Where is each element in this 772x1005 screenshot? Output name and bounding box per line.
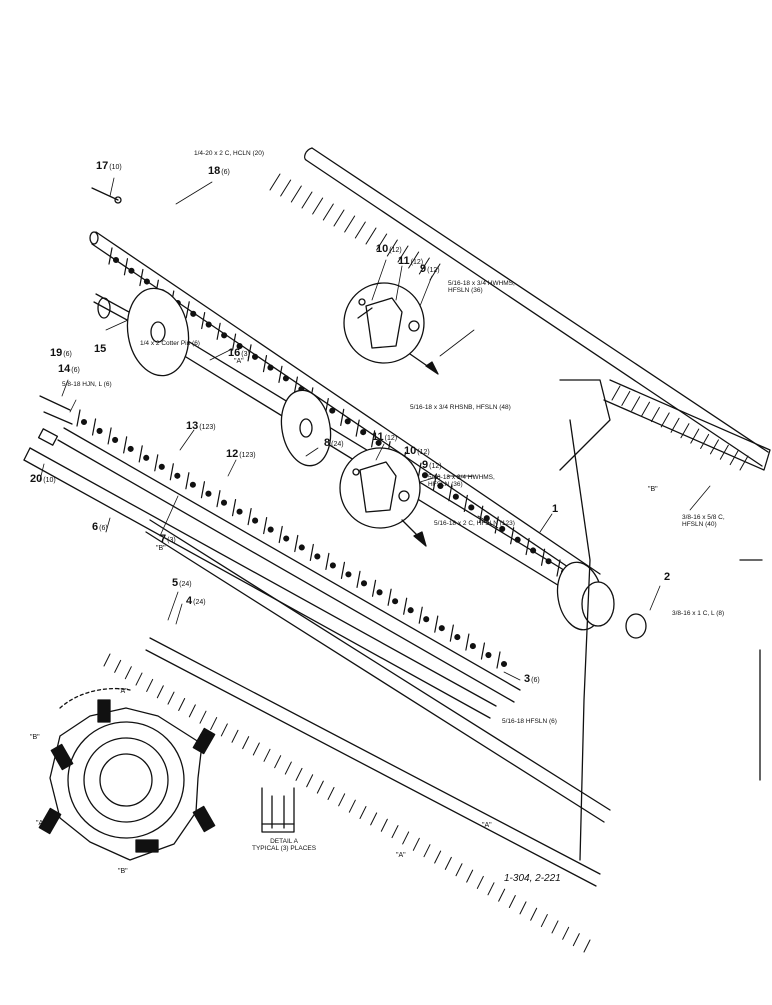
tag-a-upper-tube: "A" (234, 358, 244, 365)
callout-15: 15 (94, 343, 107, 355)
spider-tag-a-top: "A" (118, 688, 128, 695)
tag-a-bottom-1: "A" (482, 822, 492, 829)
upper-reel-tube (89, 231, 601, 587)
callout-10-lower: 10(12) (404, 445, 430, 457)
spider-tag-b-right: "B" (200, 734, 210, 741)
reel-disc-left (126, 287, 190, 377)
detail-circle-upper (343, 282, 439, 375)
callout-11-upper: 11(12) (398, 255, 424, 267)
callout-14: 14(6) (58, 363, 80, 375)
tine-row-right (611, 385, 749, 471)
note-c-bolt-123: 5/16-18 x 2 C, HFSLN (123) (434, 520, 515, 527)
callout-16: 16(3) (228, 347, 250, 359)
callout-13: 13(123) (186, 420, 216, 432)
finger-row-lower (76, 409, 508, 669)
detail-a-bracket (261, 787, 295, 833)
note-cotter-pin: 1/4 x 2 Cotter Pin (6) (140, 340, 200, 347)
tine-row-top (269, 173, 441, 281)
leader-lines (39, 177, 711, 681)
callout-3: 3(6) (524, 673, 540, 685)
callout-8: 8(24) (324, 437, 344, 449)
note-top-bolt: 1/4-20 x 2 C, HCLN (20) (194, 150, 265, 157)
callout-19: 19(6) (50, 347, 72, 359)
callout-9-upper: 9(12) (420, 263, 440, 275)
lower-bat (23, 447, 497, 719)
note-hwhms-lower: 5/16-18 x 3/4 HWHMS, HFSLN (36) (428, 474, 495, 489)
tag-b-right: "B" (648, 486, 658, 493)
callout-17: 17(10) (96, 160, 122, 172)
callout-9-lower: 9(12) (422, 459, 442, 471)
reel-disc-right (556, 561, 647, 639)
callout-18: 18(6) (208, 165, 230, 177)
spider-tag-b-bottom: "B" (118, 868, 128, 875)
note-c-bolt-8: 3/8-16 x 1 C, L (8) (672, 610, 725, 617)
bottom-bat-left (145, 637, 601, 887)
callout-5: 5(24) (172, 577, 192, 589)
callout-12: 12(123) (226, 448, 256, 460)
tine-row-bottom (103, 653, 591, 953)
callout-2: 2 (664, 571, 671, 583)
spider-tag-b-left: "B" (30, 734, 40, 741)
callout-7: 7(3) (160, 533, 176, 545)
detail-circle-lower (339, 447, 427, 547)
right-frame (559, 379, 771, 861)
note-hwhms-upper: 5/16-18 x 3/4 HWHMS, HFSLN (36) (448, 280, 515, 295)
bottom-bat-right (145, 519, 611, 823)
tag-b-lower-bat: "B" (156, 545, 166, 552)
note-rhsnb: 5/16-18 x 3/4 RHSNB, HFSLN (48) (410, 404, 511, 411)
detail-a-caption: DETAIL A TYPICAL (3) PLACES (252, 838, 317, 853)
callout-6: 6(6) (92, 521, 108, 533)
callout-11-lower: 11(12) (372, 431, 398, 443)
callout-4: 4(24) (186, 595, 206, 607)
spider-tag-a-right: "A" (200, 822, 210, 829)
note-c-bolt-40: 3/8-16 x 5/8 C, HFSLN (40) (682, 514, 725, 529)
reference-code: 1-304, 2-221 (504, 873, 561, 884)
callout-20: 20(10) (30, 473, 56, 485)
callout-1: 1 (552, 503, 559, 515)
upper-bat-tube (304, 147, 769, 467)
reel-disc-center (280, 389, 332, 467)
spider-hub (38, 687, 216, 861)
note-hjn: 5/8-18 HJN, L (6) (62, 381, 112, 388)
lower-reel-tube (57, 409, 521, 703)
note-hfsln-6: 5/16-18 HFSLN (6) (502, 718, 557, 725)
left-hardware (37, 187, 122, 446)
callout-10-upper: 10(12) (376, 243, 402, 255)
tag-a-bottom-2: "A" (396, 852, 406, 859)
spider-tag-a-left: "A" (36, 820, 46, 827)
